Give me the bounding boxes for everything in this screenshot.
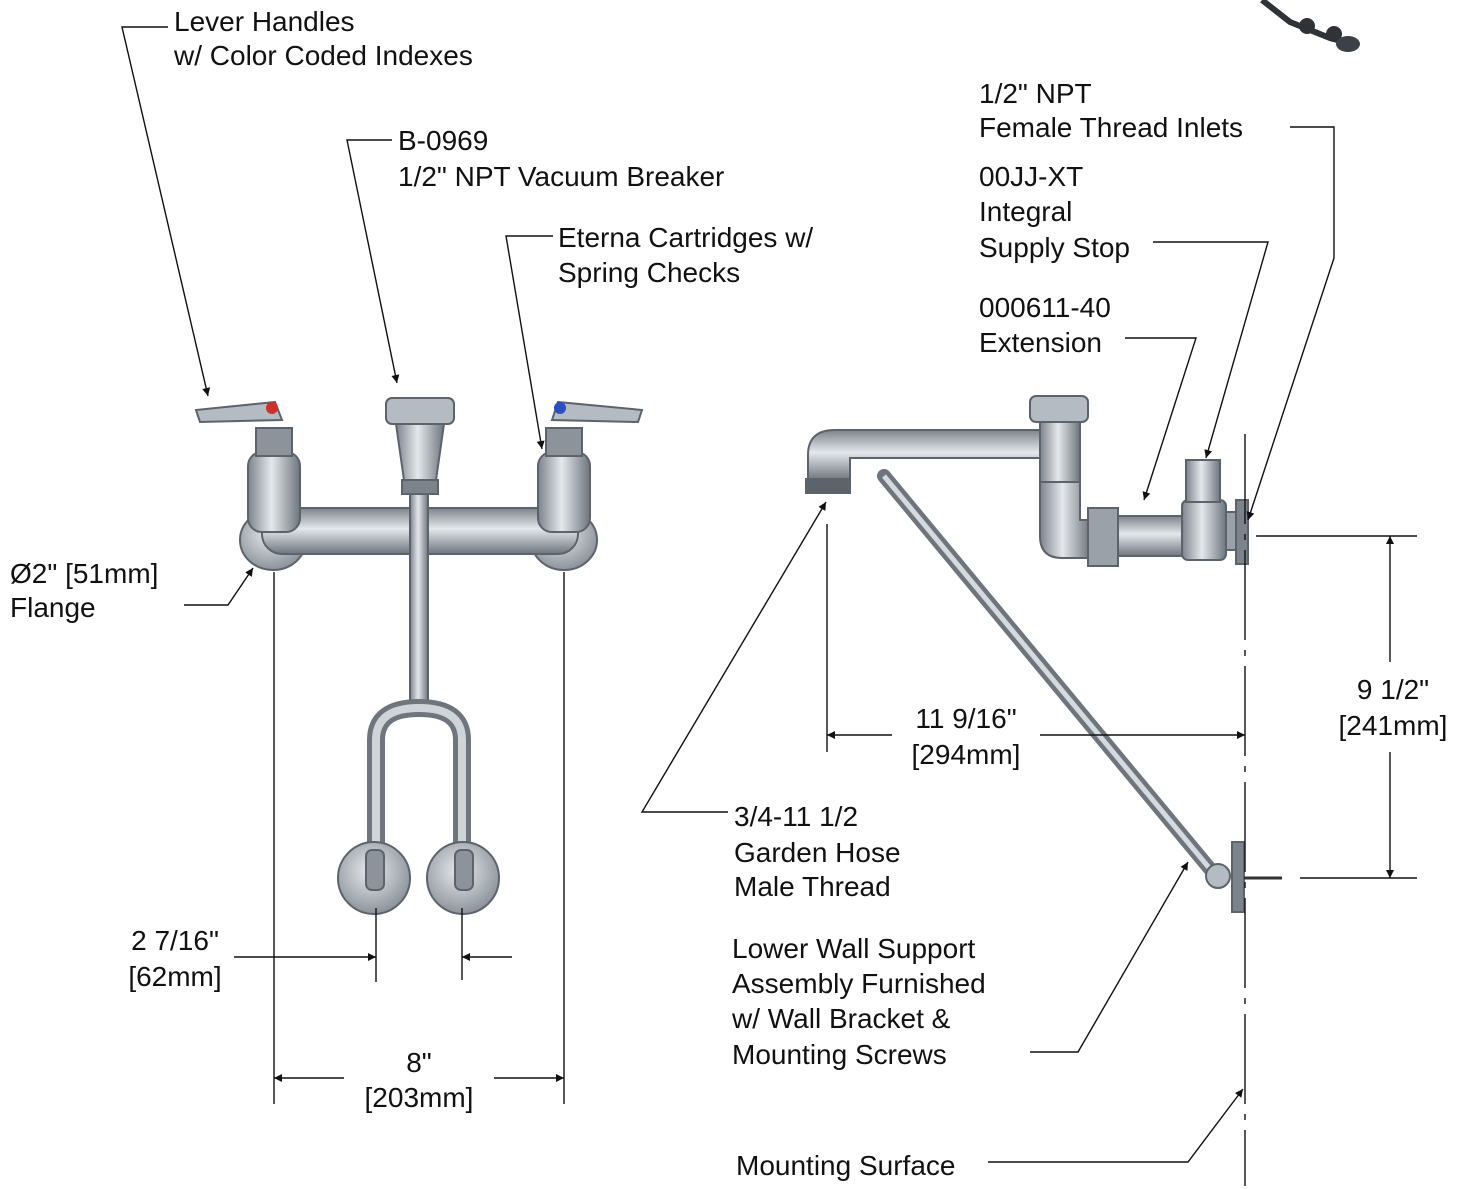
svg-text:9 1/2": 9 1/2": [1357, 674, 1429, 705]
lever-handles-label-2: w/ Color Coded Indexes: [173, 40, 473, 71]
svg-text:Supply Stop: Supply Stop: [979, 232, 1130, 263]
svg-text:Integral: Integral: [979, 196, 1072, 227]
flange-label-2: Flange: [10, 592, 96, 623]
svg-text:1/2" NPT: 1/2" NPT: [979, 78, 1092, 109]
hot-lever-handle: [194, 400, 284, 424]
wall-support-label-2: Assembly Furnished: [732, 968, 986, 999]
svg-text:[294mm]: [294mm]: [912, 739, 1021, 770]
callout-labels: Lever Handles w/ Color Coded Indexes B-0…: [10, 6, 1243, 1181]
inlets-label-2: Female Thread Inlets: [979, 112, 1243, 143]
support-height-dim-label-1: 9 1/2": [1357, 674, 1429, 705]
extension-label-2: Extension: [979, 327, 1102, 358]
svg-text:1/2" NPT Vacuum Breaker: 1/2" NPT Vacuum Breaker: [398, 161, 724, 192]
svg-text:00JJ-XT: 00JJ-XT: [979, 161, 1083, 192]
svg-text:Ø2" [51mm]: Ø2" [51mm]: [10, 558, 158, 589]
spout-reach-dim-label-2: [294mm]: [912, 739, 1021, 770]
svg-text:2 7/16": 2 7/16": [131, 925, 219, 956]
hose-thread-label-2: Garden Hose: [734, 837, 901, 868]
dimension-lines: [234, 524, 1417, 1104]
elbow: [1039, 481, 1091, 559]
leader-lines: [121, 26, 1335, 1163]
supply-stop-label-3: Supply Stop: [979, 232, 1130, 263]
svg-text:Eterna Cartridges w/: Eterna Cartridges w/: [558, 222, 813, 253]
leg-spacing-dim-label-1: 2 7/16": [131, 925, 219, 956]
hot-index-icon: [266, 402, 278, 414]
extension-pipe: [1117, 515, 1185, 557]
cartridges-label-2: Spring Checks: [558, 257, 740, 288]
svg-text:Flange: Flange: [10, 592, 96, 623]
svg-text:000611-40: 000611-40: [979, 292, 1111, 323]
hot-valve-body: [247, 451, 301, 533]
cartridges-label-1: Eterna Cartridges w/: [558, 222, 813, 253]
centers-dim-label-1: 8": [406, 1047, 432, 1078]
vacuum-breaker-cap: [385, 397, 455, 425]
svg-text:Spring Checks: Spring Checks: [558, 257, 740, 288]
svg-text:8": 8": [406, 1047, 432, 1078]
svg-text:Female Thread Inlets: Female Thread Inlets: [979, 112, 1243, 143]
mounting-surface-label: Mounting Surface: [736, 1150, 955, 1181]
svg-text:[203mm]: [203mm]: [365, 1082, 474, 1113]
spout-reach-dim-label-1: 11 9/16": [915, 703, 1016, 734]
support-height-dim-label-2: [241mm]: [1339, 710, 1448, 741]
cold-lever-handle: [550, 400, 644, 424]
centers-dim-label-2: [203mm]: [365, 1082, 474, 1113]
svg-text:Mounting Surface: Mounting Surface: [736, 1150, 955, 1181]
hose-thread-label-1: 3/4-11 1/2: [734, 801, 858, 832]
side-view-faucet: [805, 395, 1282, 913]
extension-label-1: 000611-40: [979, 292, 1111, 323]
drop-pipe: [409, 493, 429, 709]
vacuum-breaker-label-1: B-0969: [398, 125, 488, 156]
svg-text:Male Thread: Male Thread: [734, 871, 891, 902]
extension-nut: [1087, 507, 1119, 567]
u-bend-pipe: [367, 698, 471, 860]
lever-handles-label-1: Lever Handles: [174, 6, 355, 37]
vacuum-breaker-label-2: 1/2" NPT Vacuum Breaker: [398, 161, 724, 192]
leg-spacing-dim-label-2: [62mm]: [128, 961, 221, 992]
wall-support-label-4: Mounting Screws: [732, 1039, 947, 1070]
flange-label-1: Ø2" [51mm]: [10, 558, 158, 589]
svg-text:Mounting Screws: Mounting Screws: [732, 1039, 947, 1070]
supply-stop-label-2: Integral: [979, 196, 1072, 227]
svg-text:Extension: Extension: [979, 327, 1102, 358]
svg-text:[62mm]: [62mm]: [128, 961, 221, 992]
svg-text:B-0969: B-0969: [398, 125, 488, 156]
front-view-faucet: [194, 397, 644, 915]
cold-index-icon: [554, 402, 566, 414]
hose-thread-end: [805, 478, 851, 494]
wall-flange-upper: [1235, 499, 1249, 565]
svg-text:w/ Wall Bracket &: w/ Wall Bracket &: [731, 1003, 951, 1034]
cold-valve-body: [537, 451, 591, 533]
svg-text:w/ Color Coded Indexes: w/ Color Coded Indexes: [173, 40, 473, 71]
svg-text:Lower Wall Support: Lower Wall Support: [732, 933, 976, 964]
vacuum-breaker-body: [394, 423, 446, 481]
wall-bracket-lower: [1231, 841, 1245, 913]
svg-text:11 9/16": 11 9/16": [915, 703, 1016, 734]
svg-text:[241mm]: [241mm]: [1339, 710, 1448, 741]
supply-stop: [1181, 499, 1227, 561]
svg-text:Assembly Furnished: Assembly Furnished: [732, 968, 986, 999]
svg-text:3/4-11 1/2: 3/4-11 1/2: [734, 801, 858, 832]
wall-support-label-3: w/ Wall Bracket &: [731, 1003, 951, 1034]
isometric-thumbnail: [1260, 0, 1360, 52]
dimension-labels: 8" [203mm] 2 7/16" [62mm] 11 9/16" [294m…: [128, 674, 1447, 1113]
svg-text:Garden Hose: Garden Hose: [734, 837, 901, 868]
spout: [807, 429, 1041, 481]
wall-support-label-1: Lower Wall Support: [732, 933, 976, 964]
svg-text:Lever Handles: Lever Handles: [174, 6, 355, 37]
inlets-label-1: 1/2" NPT: [979, 78, 1092, 109]
hose-thread-label-3: Male Thread: [734, 871, 891, 902]
supply-stop-label-1: 00JJ-XT: [979, 161, 1083, 192]
